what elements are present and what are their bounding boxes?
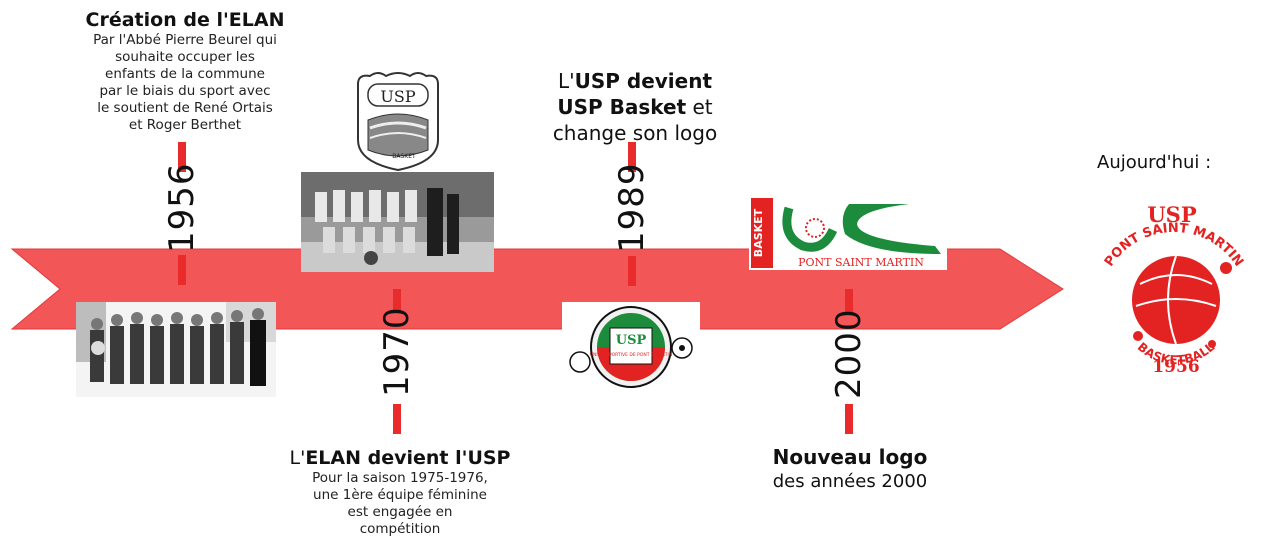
event-1970-desc-1: une 1ère équipe féminine [313, 487, 487, 503]
event-1989-line1: L'USP devient [557, 69, 713, 93]
tick-2000-bottom [845, 404, 853, 434]
event-1956-title: Création de l'ELAN [85, 9, 285, 31]
year-1970: 1970 [377, 306, 417, 397]
logo2000-name: PONT SAINT MARTIN [798, 256, 924, 269]
team-photo-1956 [76, 302, 276, 397]
year-1956: 1956 [162, 162, 202, 253]
year-2000: 2000 [829, 308, 869, 399]
round-logo-ring: UNION SPORTIVE DE PONT S'MARTIN [590, 352, 673, 358]
event-1956-desc-5: et Roger Berthet [128, 117, 242, 133]
team-photo-1970 [301, 172, 494, 272]
round-logo-letters: USP [616, 333, 647, 348]
current-logo-year: 1956 [1152, 357, 1199, 376]
tick-1970-top [393, 289, 401, 311]
event-1956-desc-2: enfants de la commune [105, 66, 265, 82]
usp-round-logo-1989: USP UNION SPORTIVE DE PONT S'MARTIN [562, 302, 700, 388]
tick-1989-top [628, 142, 636, 172]
event-1970-desc-2: est engagée en [347, 504, 453, 520]
usp-logo-2000: BASKET PONT SAINT MARTIN [749, 196, 947, 270]
tick-1970-bottom [393, 404, 401, 434]
event-1956-desc-1: souhaite occuper les [115, 49, 255, 65]
tick-1956-bottom [178, 255, 186, 285]
old-usp-badge: USP BASKET [348, 70, 448, 174]
event-1956-desc-4: le soutient de René Ortais [97, 100, 273, 116]
event-1970-title: L'ELAN devient l'USP [289, 447, 511, 469]
event-1956-desc-3: par le biais du sport avec [99, 83, 271, 99]
event-1956-text: Création de l'ELAN Par l'Abbé Pierre Beu… [40, 8, 330, 134]
tick-1989-bottom [628, 256, 636, 286]
old-badge-small-text: BASKET [392, 153, 416, 160]
event-1970-text: L'ELAN devient l'USP Pour la saison 1975… [250, 446, 550, 538]
today-label: Aujourd'hui : [1097, 152, 1212, 173]
usp-logo-current: USP PONT SAINT MARTIN BASKETBALL 1956 [1080, 196, 1265, 377]
event-2000-text: Nouveau logo des années 2000 [700, 444, 1000, 494]
event-1956-desc-0: Par l'Abbé Pierre Beurel qui [93, 32, 277, 48]
old-badge-text: USP [380, 87, 415, 106]
logo2000-tag: BASKET [752, 208, 765, 257]
event-1989-line2: USP Basket et [557, 95, 713, 119]
event-1989-line3: change son logo [552, 121, 718, 145]
tick-1956-top [178, 142, 186, 172]
event-2000-title: Nouveau logo [772, 445, 928, 469]
current-logo-top: USP [1147, 202, 1196, 227]
tick-2000-top [845, 289, 853, 315]
year-1989: 1989 [612, 162, 652, 253]
event-2000-desc: des années 2000 [772, 471, 928, 492]
event-1970-desc-0: Pour la saison 1975-1976, [312, 470, 488, 486]
event-1989-text: L'USP devient USP Basket et change son l… [500, 68, 770, 146]
event-1970-desc-3: compétition [359, 521, 441, 537]
